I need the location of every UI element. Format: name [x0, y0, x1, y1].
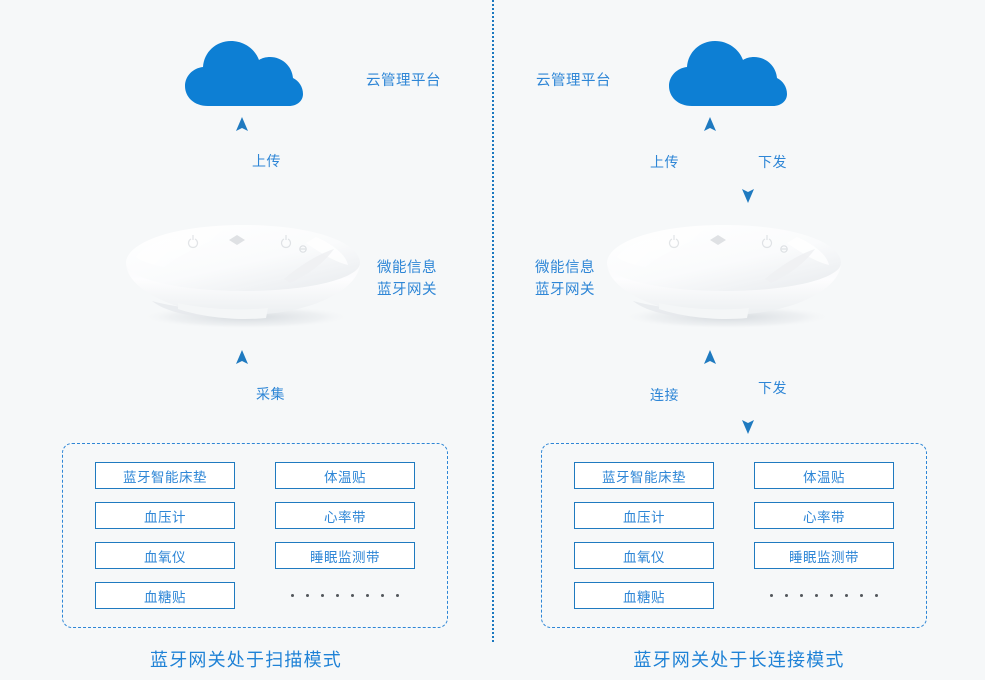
- arrow-up-icon-upload: [698, 115, 722, 210]
- device-item[interactable]: 血糖贴: [574, 582, 714, 609]
- arrow-down-icon-downlink: [736, 348, 760, 441]
- ellipsis-dot: [845, 594, 848, 597]
- panel-long-connection-mode: 云管理平台 上传: [493, 0, 985, 680]
- bluetooth-gateway-device-icon: [599, 205, 849, 329]
- ellipsis-dot: [351, 594, 354, 597]
- device-item[interactable]: 蓝牙智能床垫: [574, 462, 714, 489]
- device-group-container: 蓝牙智能床垫 体温贴 血压计 心率带 血氧仪 睡眠监测带 血糖贴: [541, 443, 927, 628]
- ellipsis-dot: [336, 594, 339, 597]
- ellipsis-dot: [860, 594, 863, 597]
- ellipsis-dot: [366, 594, 369, 597]
- device-item[interactable]: 血氧仪: [95, 542, 235, 569]
- ellipsis-dot: [815, 594, 818, 597]
- device-item[interactable]: 血糖贴: [95, 582, 235, 609]
- device-item[interactable]: 蓝牙智能床垫: [95, 462, 235, 489]
- bluetooth-gateway-device-icon: [118, 205, 368, 329]
- more-devices-ellipsis: [275, 582, 415, 609]
- device-item[interactable]: 心率带: [275, 502, 415, 529]
- arrow-label-connect: 连接: [650, 387, 679, 403]
- device-item[interactable]: 血氧仪: [574, 542, 714, 569]
- ellipsis-dot: [381, 594, 384, 597]
- ellipsis-dot: [306, 594, 309, 597]
- panel-caption: 蓝牙网关处于长连接模式: [633, 650, 845, 670]
- device-item[interactable]: 心率带: [754, 502, 894, 529]
- arrow-label-downlink: 下发: [758, 154, 787, 170]
- panel-divider: [492, 0, 494, 642]
- device-item[interactable]: 血压计: [95, 502, 235, 529]
- panel-scan-mode: 云管理平台 上传: [0, 0, 492, 680]
- device-item[interactable]: 睡眠监测带: [754, 542, 894, 569]
- device-item[interactable]: 体温贴: [754, 462, 894, 489]
- cloud-label: 云管理平台: [366, 73, 441, 89]
- ellipsis-dot: [875, 594, 878, 597]
- ellipsis-dot: [800, 594, 803, 597]
- ellipsis-dot: [770, 594, 773, 597]
- ellipsis-dot: [830, 594, 833, 597]
- arrow-up-icon-collect: [230, 348, 254, 441]
- device-group-container: 蓝牙智能床垫 体温贴 血压计 心率带 血氧仪 睡眠监测带 血糖贴: [62, 443, 448, 628]
- ellipsis-dot: [291, 594, 294, 597]
- cloud-label: 云管理平台: [536, 73, 611, 89]
- device-item[interactable]: 睡眠监测带: [275, 542, 415, 569]
- device-item[interactable]: 体温贴: [275, 462, 415, 489]
- ellipsis-dot: [785, 594, 788, 597]
- arrow-up-icon-connect: [698, 348, 722, 441]
- arrow-label-upload: 上传: [650, 154, 679, 170]
- device-grid: 蓝牙智能床垫 体温贴 血压计 心率带 血氧仪 睡眠监测带 血糖贴: [542, 444, 926, 627]
- cloud-icon: [184, 38, 304, 118]
- device-item[interactable]: 血压计: [574, 502, 714, 529]
- arrow-up-icon-upload: [230, 115, 254, 210]
- arrow-down-icon-downlink: [736, 115, 760, 210]
- arrow-label-downlink: 下发: [758, 380, 787, 396]
- cloud-icon: [668, 38, 788, 118]
- arrow-label-upload: 上传: [252, 153, 281, 169]
- gateway-label: 微能信息 蓝牙网关: [377, 260, 437, 298]
- more-devices-ellipsis: [754, 582, 894, 609]
- panel-caption: 蓝牙网关处于扫描模式: [150, 650, 342, 670]
- ellipsis-dot: [321, 594, 324, 597]
- gateway-label: 微能信息 蓝牙网关: [535, 260, 595, 298]
- device-grid: 蓝牙智能床垫 体温贴 血压计 心率带 血氧仪 睡眠监测带 血糖贴: [63, 444, 447, 627]
- arrow-label-collect: 采集: [256, 386, 285, 402]
- ellipsis-dot: [396, 594, 399, 597]
